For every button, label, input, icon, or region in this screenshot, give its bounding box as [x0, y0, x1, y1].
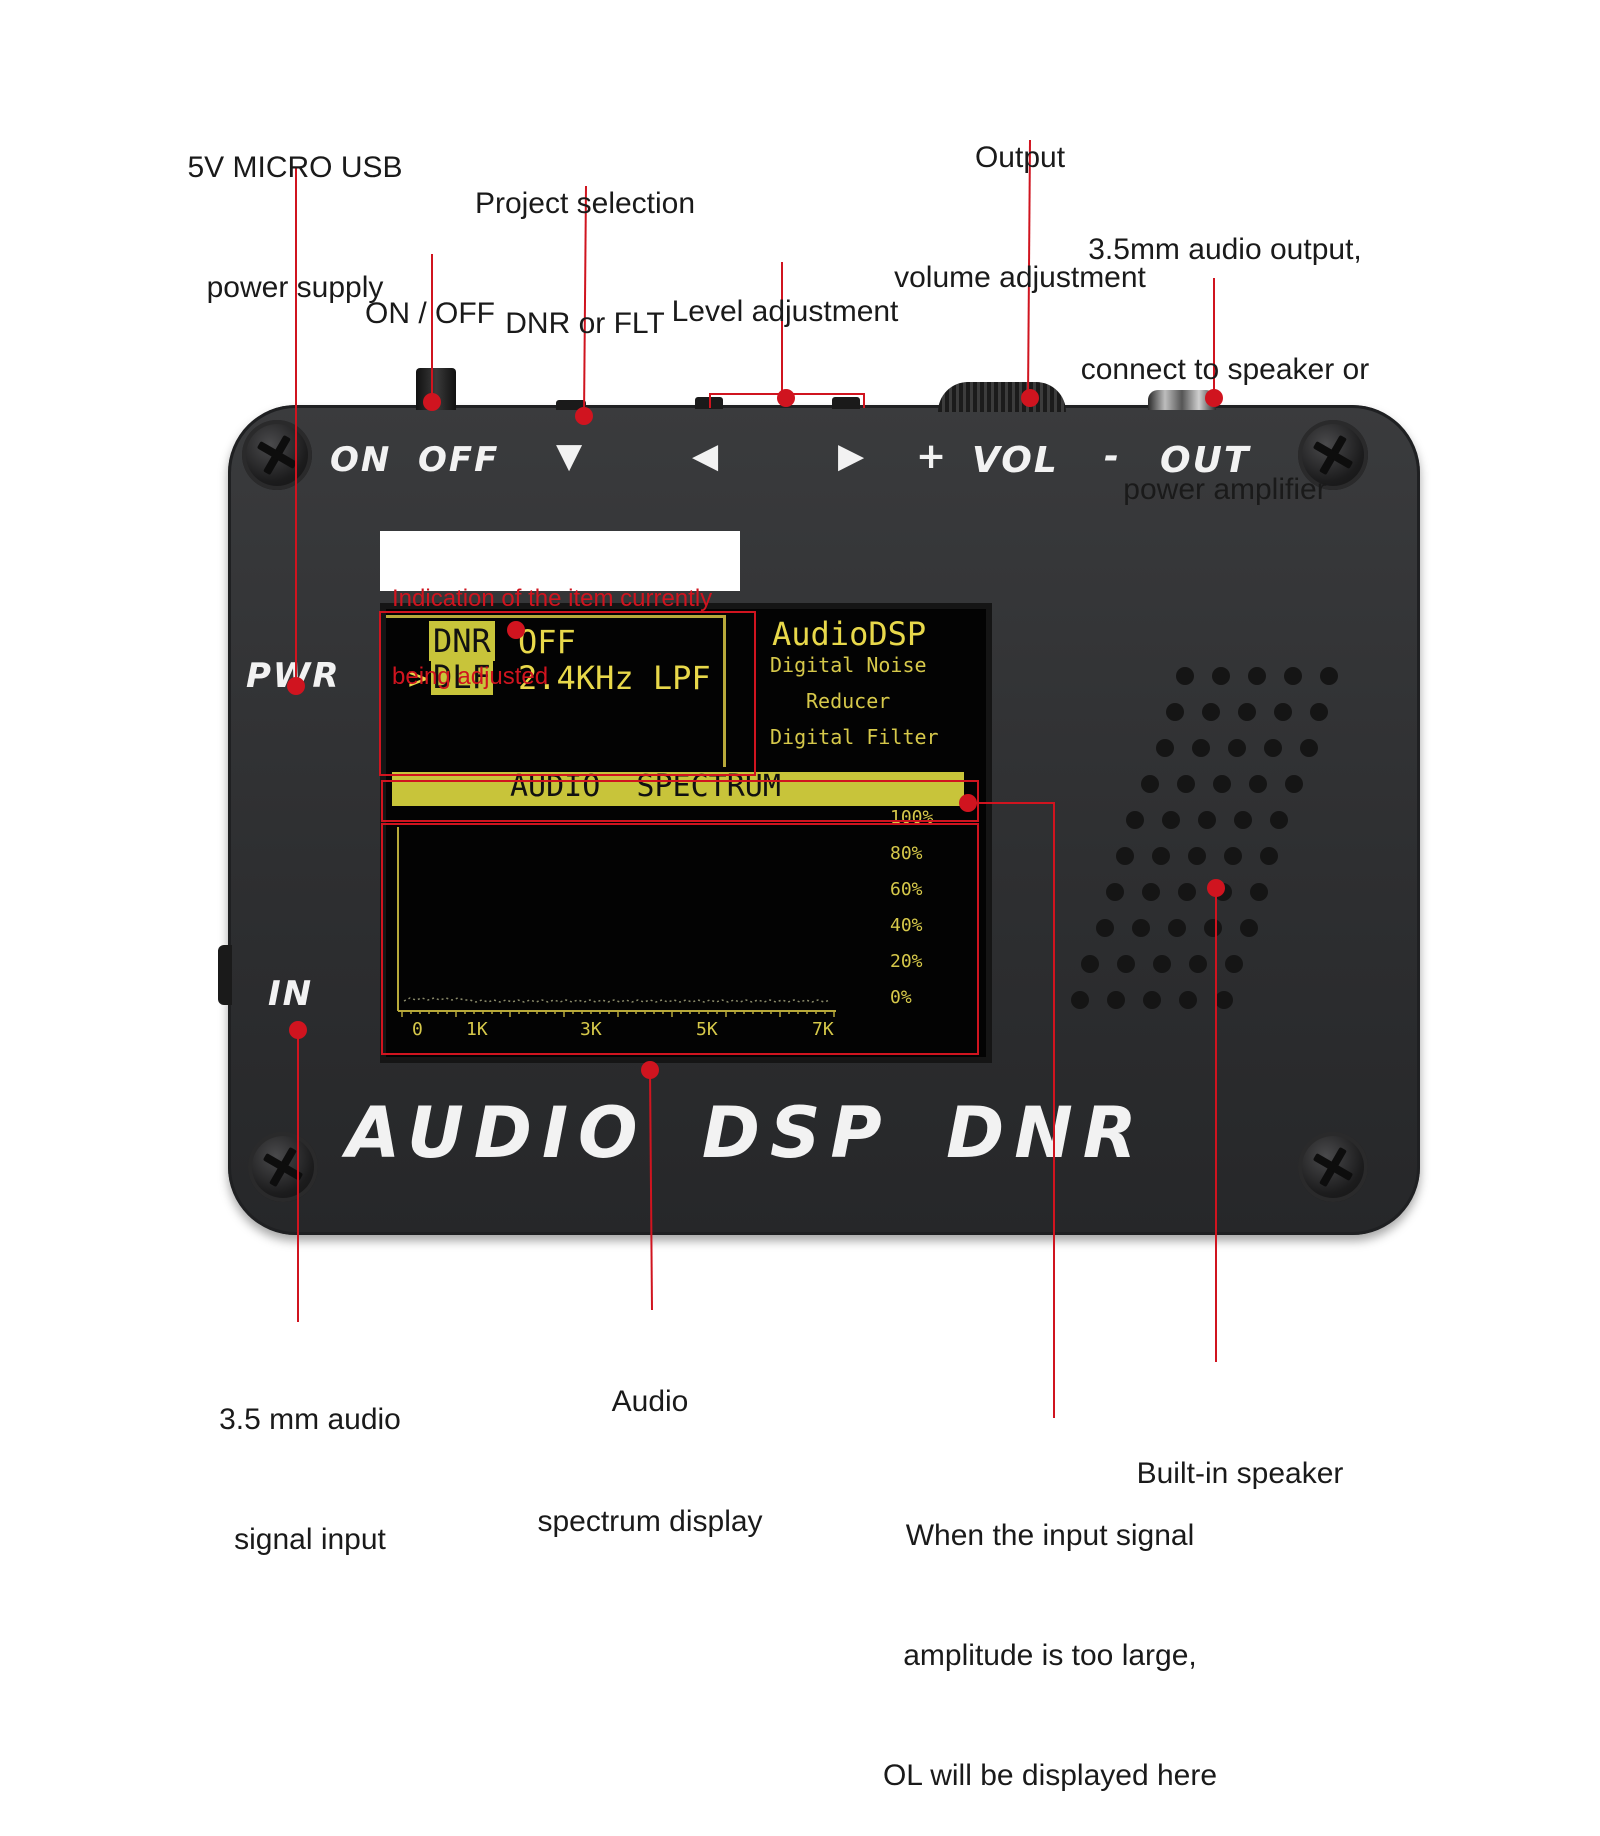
callout-project-line-2: DNR or FLT: [505, 307, 665, 340]
x-tick-3k: 3K: [580, 1019, 602, 1040]
select-button[interactable]: [556, 400, 586, 410]
x-tick-1k: 1K: [466, 1019, 488, 1040]
screw-bottom-right: [1298, 1132, 1368, 1202]
x-tick-5k: 5K: [696, 1019, 718, 1040]
callout-overload-line-2: amplitude is too large,: [903, 1639, 1197, 1672]
pwr-label: PWR: [246, 656, 341, 696]
spectrum-trace: [403, 997, 831, 1003]
indication-label: Indication of the item currently being a…: [392, 534, 712, 716]
callout-builtin-speaker: Built-in speaker: [1110, 1374, 1370, 1534]
callout-overload-line-3: OL will be displayed here: [882, 1759, 1218, 1792]
on-label: ON: [330, 440, 392, 480]
y-tick-20: 20%: [890, 951, 923, 972]
indication-label-box: [380, 531, 740, 591]
callout-volume-line-2: volume adjustment: [894, 261, 1146, 294]
right-arrow-icon: ▶: [838, 436, 867, 476]
info-title: AudioDSP: [772, 615, 927, 653]
callout-on-off: ON / OFF: [330, 214, 530, 374]
right-button[interactable]: [832, 397, 860, 409]
screw-top-left: [242, 420, 312, 490]
callout-output-volume: Output volume adjustment: [870, 58, 1170, 338]
x-tick-7k: 7K: [812, 1019, 834, 1040]
callout-onoff-line-1: ON / OFF: [365, 297, 495, 330]
callout-usb-line-2: power supply: [206, 271, 384, 304]
callout-overload-note: When the input signal amplitude is too l…: [860, 1436, 1240, 1836]
callout-audio-input: 3.5 mm audio signal input: [180, 1320, 440, 1600]
callout-overload-line-1: When the input signal: [905, 1519, 1195, 1552]
y-tick-80: 80%: [890, 843, 923, 864]
audio-input-jack[interactable]: [218, 945, 232, 1005]
callout-input-line-2: signal input: [234, 1523, 386, 1556]
callout-level-adjustment: Level adjustment: [640, 212, 930, 372]
indication-line-2: being adjusted: [392, 663, 549, 690]
callout-output-line-3: power amplifier: [1123, 473, 1327, 506]
y-tick-100: 100%: [890, 807, 934, 828]
indication-line-1: Indication of the item currently: [392, 585, 713, 612]
callout-usb-power: 5V MICRO USB power supply: [150, 68, 440, 348]
left-button[interactable]: [695, 397, 723, 409]
screw-top-right: [1298, 420, 1368, 490]
info-line1: Digital Noise: [770, 653, 927, 677]
off-label: OFF: [418, 440, 500, 480]
callout-spectrum-display: Audio spectrum display: [500, 1302, 800, 1582]
callout-usb-line-1: 5V MICRO USB: [187, 151, 403, 184]
info-line2: Reducer: [806, 689, 891, 713]
y-tick-60: 60%: [890, 879, 923, 900]
x-tick-0: 0: [412, 1019, 423, 1040]
info-line3: Digital Filter: [770, 725, 939, 749]
out-label: OUT: [1160, 440, 1251, 481]
callout-output-line-2: connect to speaker or: [1080, 353, 1370, 386]
callout-project-selection: Project selection DNR or FLT: [440, 104, 730, 384]
minus-label: -: [1104, 436, 1121, 477]
down-arrow-icon: ▼: [556, 436, 585, 476]
callout-level-line-1: Level adjustment: [671, 295, 899, 328]
y-tick-0: 0%: [890, 987, 912, 1008]
callout-audio-output: 3.5mm audio output, connect to speaker o…: [1060, 150, 1390, 550]
callout-spectrum-line-2: spectrum display: [537, 1505, 763, 1538]
volume-knob[interactable]: [938, 382, 1066, 412]
vol-label: VOL: [972, 440, 1059, 481]
brand-label: AUDIO DSP DNR: [346, 1092, 1147, 1174]
callout-project-line-1: Project selection: [474, 187, 696, 220]
left-arrow-icon: ◀: [692, 436, 721, 476]
callout-spectrum-line-1: Audio: [611, 1385, 689, 1418]
screw-bottom-left: [248, 1132, 318, 1202]
in-label: IN: [268, 974, 314, 1014]
plus-label: +: [916, 436, 949, 477]
callout-input-line-1: 3.5 mm audio: [219, 1403, 401, 1436]
callout-volume-line-1: Output: [974, 141, 1066, 174]
callout-output-line-1: 3.5mm audio output,: [1088, 233, 1362, 266]
y-tick-40: 40%: [890, 915, 923, 936]
audio-output-jack[interactable]: [1148, 390, 1216, 410]
callout-speaker-line-1: Built-in speaker: [1136, 1457, 1344, 1490]
